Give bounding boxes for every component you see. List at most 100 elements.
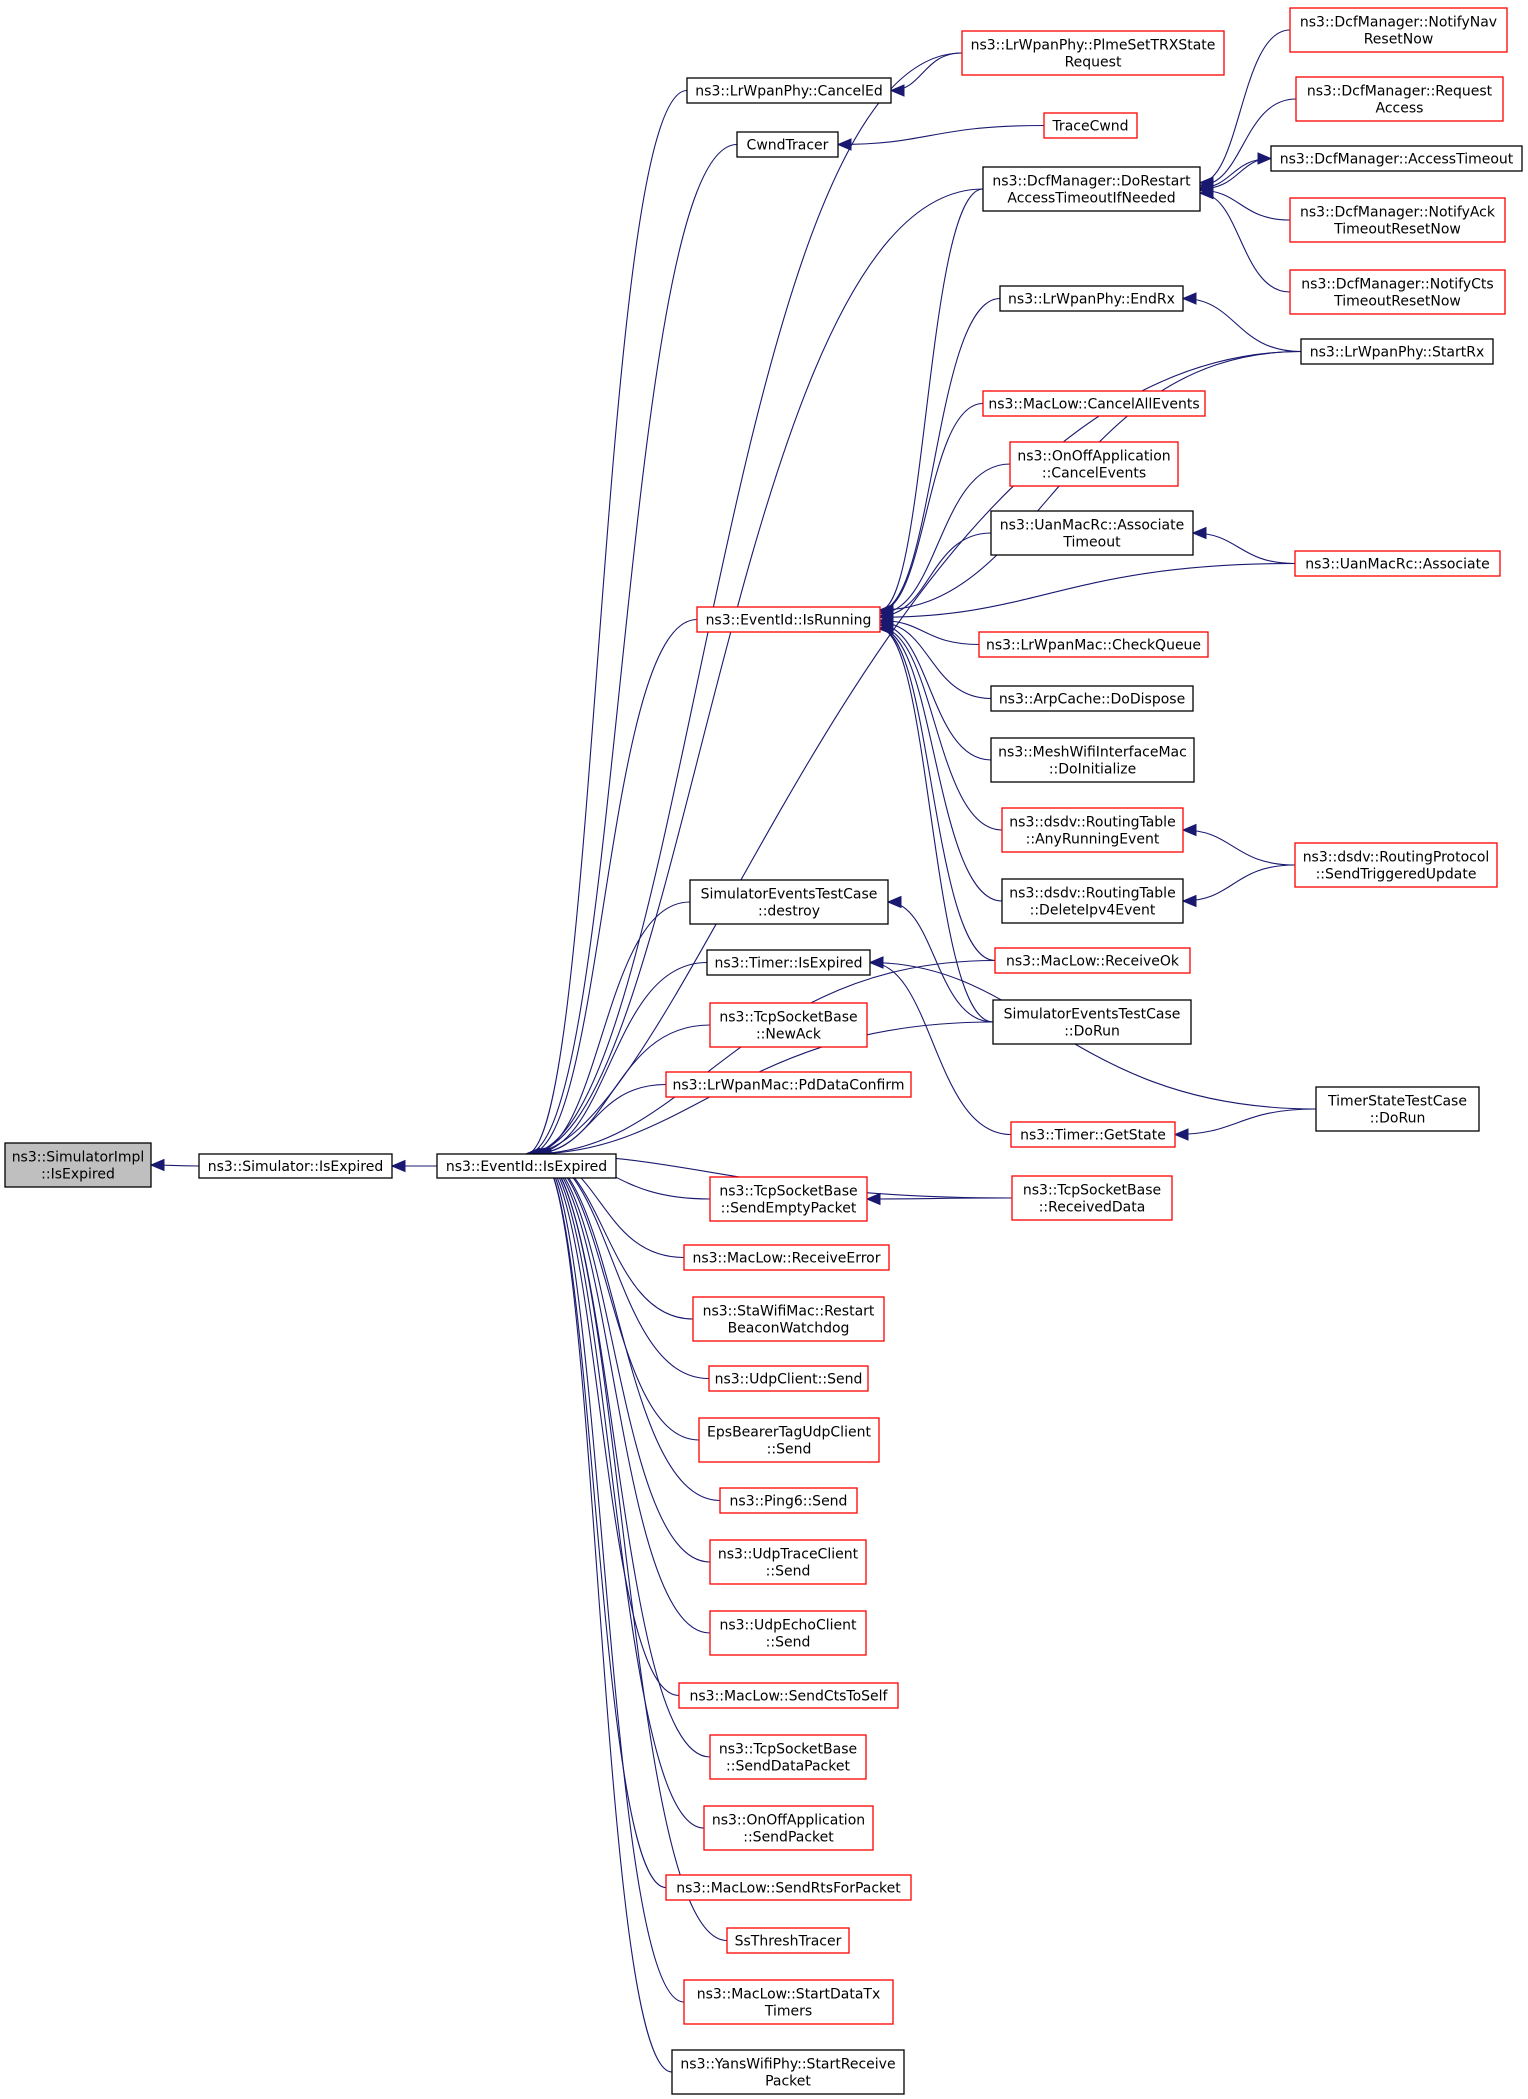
graph-node-n6[interactable]: CwndTracer	[736, 131, 839, 158]
node-box	[692, 1296, 885, 1342]
graph-node-n3[interactable]: ns3::EventId::IsExpired	[436, 1153, 617, 1179]
node-label: Packet	[765, 2074, 811, 2090]
graph-node-n7[interactable]: TraceCwnd	[1043, 112, 1138, 139]
graph-node-n30[interactable]: SimulatorEventsTestCase::DoRun	[992, 999, 1192, 1045]
graph-node-n36[interactable]: ns3::TcpSocketBase::ReceivedData	[1011, 1175, 1173, 1221]
graph-node-n2[interactable]: ns3::Simulator::IsExpired	[198, 1153, 393, 1179]
node-box	[982, 390, 1206, 417]
call-edge-n49-n3	[537, 1153, 685, 2003]
node-box	[726, 1927, 850, 1954]
arrow-head-icon	[1191, 526, 1207, 540]
graph-node-n22[interactable]: ns3::ArpCache::DoDispose	[990, 685, 1194, 712]
node-label: ns3::UdpEchoClient	[719, 1618, 857, 1634]
call-edge-n21-n20	[879, 619, 980, 646]
call-edge-n14-n20	[879, 297, 1001, 611]
graph-node-n43[interactable]: ns3::UdpEchoClient::Send	[709, 1610, 867, 1656]
graph-node-n11[interactable]: ns3::DcfManager::AccessTimeout	[1270, 145, 1523, 172]
graph-node-n15[interactable]: ns3::LrWpanPhy::StartRx	[1300, 338, 1494, 365]
graph-node-n46[interactable]: ns3::OnOffApplication::SendPacket	[703, 1805, 874, 1851]
node-label: ns3::MacLow::ReceiveError	[692, 1251, 880, 1267]
node-label: ns3::EventId::IsExpired	[446, 1159, 607, 1175]
graph-node-n21[interactable]: ns3::LrWpanMac::CheckQueue	[978, 631, 1209, 658]
call-edge-n18-n20	[879, 532, 992, 617]
graph-node-n16[interactable]: ns3::MacLow::CancelAllEvents	[982, 390, 1206, 417]
node-label: ::SendDataPacket	[726, 1759, 850, 1775]
graph-node-n24[interactable]: ns3::dsdv::RoutingTable::AnyRunningEvent	[1001, 807, 1184, 853]
graph-node-n12[interactable]: ns3::DcfManager::NotifyAckTimeoutResetNo…	[1289, 197, 1506, 243]
call-edge-n17-n20	[879, 463, 1011, 614]
graph-node-n13[interactable]: ns3::DcfManager::NotifyCtsTimeoutResetNo…	[1289, 269, 1506, 315]
node-box	[689, 879, 889, 925]
node-box	[1289, 197, 1506, 243]
node-box	[994, 947, 1191, 974]
node-box	[683, 1244, 890, 1271]
call-edge-n48-n3	[537, 1153, 728, 1942]
graph-node-n26[interactable]: ns3::dsdv::RoutingTable::DeleteIpv4Event	[1001, 878, 1184, 924]
node-label: AccessTimeoutIfNeeded	[1007, 191, 1175, 207]
graph-node-n27[interactable]: SimulatorEventsTestCase::destroy	[689, 879, 889, 925]
call-edge-n34-n29	[869, 961, 1012, 1136]
arrow-head-icon	[1181, 823, 1197, 837]
graph-node-n42[interactable]: ns3::UdpTraceClient::Send	[709, 1539, 867, 1585]
call-edge-n8-n3	[525, 188, 984, 1155]
graph-node-n39[interactable]: ns3::UdpClient::Send	[708, 1365, 869, 1392]
graph-node-n32[interactable]: ns3::LrWpanMac::PdDataConfirm	[665, 1071, 912, 1098]
node-label: ns3::TcpSocketBase	[719, 1742, 857, 1758]
node-label: ::NewAck	[756, 1027, 822, 1043]
node-box	[990, 510, 1194, 556]
node-label: ns3::dsdv::RoutingProtocol	[1303, 850, 1490, 866]
graph-node-n33[interactable]: TimerStateTestCase::DoRun	[1315, 1086, 1480, 1132]
graph-node-n17[interactable]: ns3::OnOffApplication::CancelEvents	[1009, 441, 1179, 487]
node-box	[999, 285, 1184, 312]
graph-node-n8[interactable]: ns3::DcfManager::DoRestartAccessTimeoutI…	[982, 166, 1201, 212]
graph-node-n34[interactable]: ns3::Timer::GetState	[1010, 1121, 1176, 1148]
node-label: ::DoRun	[1370, 1111, 1426, 1127]
node-label: TimeoutResetNow	[1333, 222, 1461, 238]
node-box	[436, 1153, 617, 1179]
graph-node-n20[interactable]: ns3::EventId::IsRunning	[696, 606, 881, 633]
graph-node-n25[interactable]: ns3::dsdv::RoutingProtocol::SendTriggere…	[1294, 842, 1498, 888]
node-box	[1011, 1175, 1173, 1221]
node-box	[698, 1417, 880, 1463]
graph-node-n5[interactable]: ns3::LrWpanPhy::CancelEd	[686, 77, 892, 104]
graph-node-n35[interactable]: ns3::TcpSocketBase::SendEmptyPacket	[709, 1176, 868, 1222]
graph-node-n29[interactable]: ns3::Timer::IsExpired	[706, 949, 871, 976]
node-label: ::SendEmptyPacket	[721, 1201, 857, 1217]
node-label: ns3::DcfManager::AccessTimeout	[1280, 152, 1514, 168]
node-box	[665, 1071, 912, 1098]
node-label: ns3::DcfManager::DoRestart	[992, 174, 1191, 190]
graph-node-n19[interactable]: ns3::UanMacRc::Associate	[1294, 550, 1501, 577]
node-label: ResetNow	[1364, 32, 1434, 48]
node-label: ns3::Simulator::IsExpired	[208, 1159, 384, 1175]
node-label: ::DoRun	[1064, 1024, 1120, 1040]
graph-node-n14[interactable]: ns3::LrWpanPhy::EndRx	[999, 285, 1184, 312]
node-label: ns3::LrWpanMac::CheckQueue	[986, 638, 1201, 654]
node-label: Request	[1065, 55, 1122, 71]
graph-node-n37[interactable]: ns3::MacLow::ReceiveError	[683, 1244, 890, 1271]
call-edge-n41-n3	[534, 1153, 721, 1502]
call-edge-n27-n3	[530, 901, 691, 1155]
graph-node-n48[interactable]: SsThreshTracer	[726, 1927, 850, 1954]
node-box	[1010, 1121, 1176, 1148]
node-box	[992, 999, 1192, 1045]
call-edge-n25-n24	[1182, 829, 1296, 866]
graph-node-n44[interactable]: ns3::MacLow::SendCtsToSelf	[678, 1682, 899, 1709]
graph-node-n23[interactable]: ns3::MeshWifiInterfaceMac::DoInitialize	[990, 737, 1195, 783]
graph-node-n31[interactable]: ns3::TcpSocketBase::NewAck	[709, 1002, 868, 1048]
call-edge-n24-n20	[879, 627, 1003, 831]
node-box	[1043, 112, 1138, 139]
graph-node-n47[interactable]: ns3::MacLow::SendRtsForPacket	[665, 1874, 912, 1901]
graph-node-n28[interactable]: ns3::MacLow::ReceiveOk	[994, 947, 1191, 974]
graph-node-n45[interactable]: ns3::TcpSocketBase::SendDataPacket	[709, 1734, 867, 1780]
node-label: ns3::SimulatorImpl	[12, 1150, 145, 1166]
graph-node-n40[interactable]: EpsBearerTagUdpClient::Send	[698, 1417, 880, 1463]
graph-node-n41[interactable]: ns3::Ping6::Send	[719, 1487, 858, 1514]
